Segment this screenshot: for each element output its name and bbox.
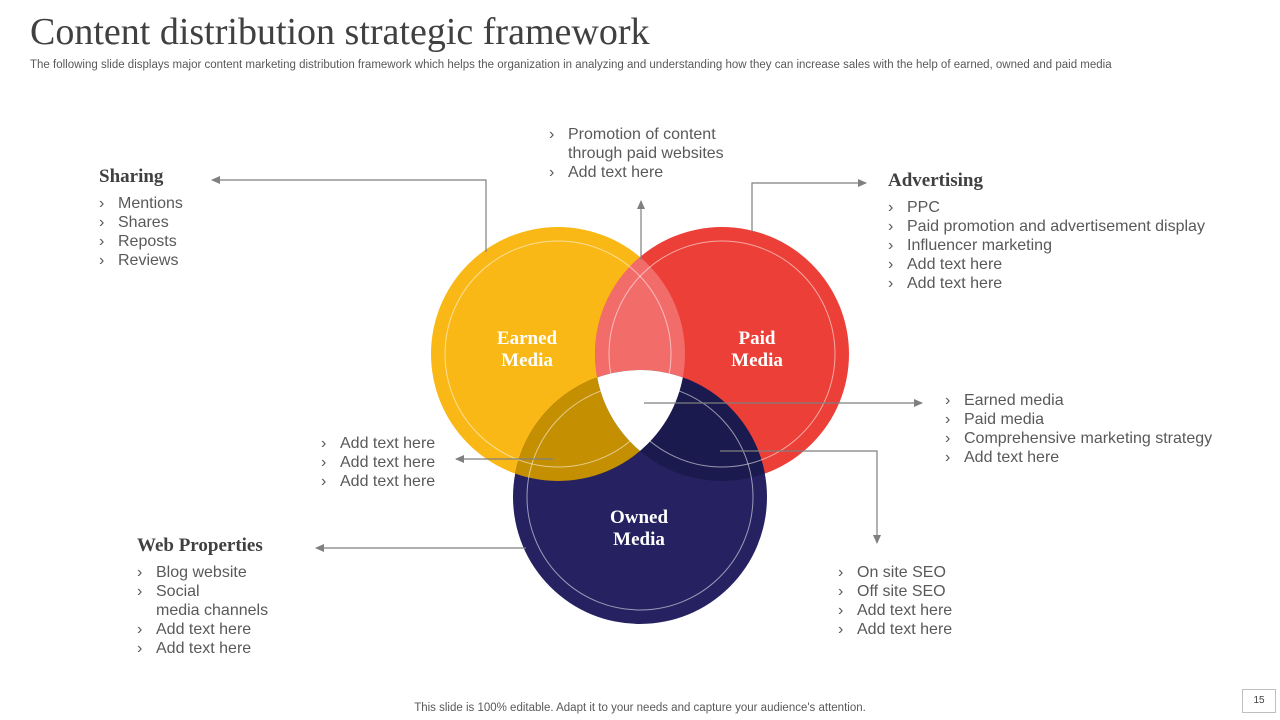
owned-media-label: Owned Media: [574, 507, 704, 551]
list-item: Comprehensive marketing strategy: [945, 429, 1212, 448]
list-item: Off site SEO: [838, 582, 952, 601]
list-item: On site SEO: [838, 563, 952, 582]
list-item: Add text here: [321, 434, 435, 453]
list-item: Add text here: [888, 255, 1205, 274]
left-middle-list: Add text here Add text here Add text her…: [321, 434, 435, 491]
sharing-connector: [211, 176, 487, 252]
list-item: Influencer marketing: [888, 236, 1205, 255]
paid-label-line2: Media: [731, 350, 783, 371]
list-item: Reviews: [99, 251, 183, 270]
list-item-continuation: media channels: [156, 602, 269, 619]
web-properties-heading: Web Properties: [137, 535, 263, 556]
left-middle-block: Add text here Add text here Add text her…: [321, 434, 435, 491]
list-item: Add text here: [321, 453, 435, 472]
web-properties-list: Blog website Social media channels Add t…: [137, 563, 268, 658]
list-item: Promotion of content: [549, 125, 724, 144]
advertising-block: Advertising PPC Paid promotion and adver…: [888, 170, 1205, 293]
sharing-list: Mentions Shares Reposts Reviews: [99, 194, 183, 270]
list-item: Mentions: [99, 194, 183, 213]
earned-owned-overlap: [513, 370, 685, 481]
list-item-continuation: through paid websites: [568, 145, 724, 162]
earned-media-label: Earned Media: [462, 328, 592, 372]
list-item: Paid media: [945, 410, 1212, 429]
list-item: Shares: [99, 213, 183, 232]
owned-bottom-block: On site SEO Off site SEO Add text here A…: [838, 563, 952, 639]
paid-label-line1: Paid: [738, 328, 776, 349]
list-item: Add text here: [945, 448, 1212, 467]
center-right-block: Earned media Paid media Comprehensive ma…: [945, 391, 1212, 467]
slide-footer: This slide is 100% editable. Adapt it to…: [414, 702, 866, 714]
list-item: PPC: [888, 198, 1205, 217]
advertising-connector: [751, 179, 867, 232]
list-item: Social: [137, 582, 268, 601]
list-item: Reposts: [99, 232, 183, 251]
list-item: Earned media: [945, 391, 1212, 410]
earned-inner-ring: [444, 240, 672, 468]
list-item: Add text here: [549, 163, 724, 182]
earned-label-line1: Earned: [496, 328, 558, 349]
owned-label-line1: Owned: [609, 507, 669, 528]
owned-bottom-connector: [720, 450, 881, 544]
list-item: Add text here: [137, 639, 268, 658]
page-number: 15: [1242, 689, 1276, 713]
advertising-list: PPC Paid promotion and advertisement dis…: [888, 198, 1205, 293]
sharing-heading: Sharing: [99, 166, 164, 187]
list-item: Add text here: [838, 620, 952, 639]
web-properties-block: Web Properties Blog website Social media…: [137, 535, 268, 658]
top-list: Promotion of content through paid websit…: [549, 125, 724, 182]
owned-inner-ring: [526, 383, 754, 611]
list-item: Add text here: [137, 620, 268, 639]
list-item: Add text here: [838, 601, 952, 620]
earned-label-line2: Media: [501, 350, 553, 371]
advertising-heading: Advertising: [888, 170, 983, 191]
owned-label-line2: Media: [613, 529, 665, 550]
paid-media-label: Paid Media: [692, 328, 822, 372]
paid-owned-overlap: [595, 370, 767, 481]
list-item: Add text here: [321, 472, 435, 491]
list-item: Blog website: [137, 563, 268, 582]
paid-inner-ring: [608, 240, 836, 468]
sharing-block: Sharing Mentions Shares Reposts Reviews: [99, 166, 183, 270]
slide-subtitle: The following slide displays major conte…: [30, 59, 1112, 71]
center-right-list: Earned media Paid media Comprehensive ma…: [945, 391, 1212, 467]
top-block: Promotion of content through paid websit…: [549, 125, 724, 182]
owned-bottom-list: On site SEO Off site SEO Add text here A…: [838, 563, 952, 639]
list-item: Add text here: [888, 274, 1205, 293]
slide-title: Content distribution strategic framework: [30, 11, 650, 53]
list-item: Paid promotion and advertisement display: [888, 217, 1205, 236]
